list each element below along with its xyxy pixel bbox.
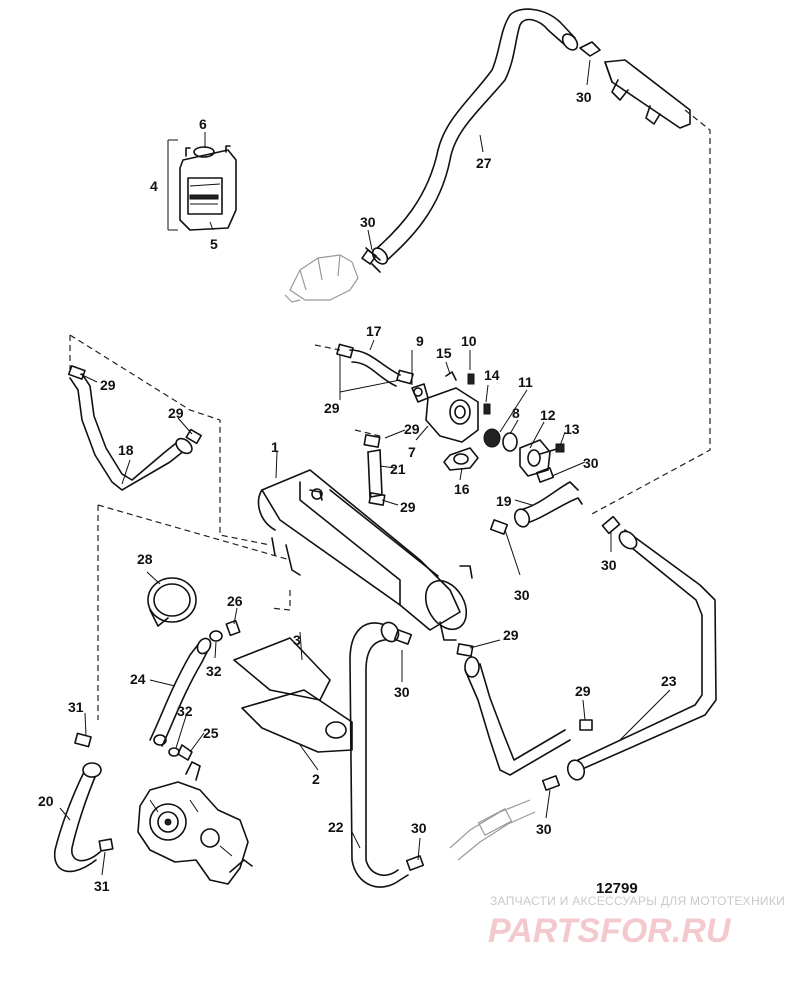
callout-1: 1 <box>271 439 279 455</box>
callout-29: 29 <box>503 627 519 643</box>
callout-30: 30 <box>601 557 617 573</box>
callout-4: 4 <box>150 178 158 194</box>
coolant-reservoir <box>167 139 237 231</box>
callout-19: 19 <box>496 493 512 509</box>
callout-15: 15 <box>436 345 452 361</box>
hose-19 <box>513 467 583 528</box>
thermostat-parts <box>483 428 565 477</box>
callout-7: 7 <box>408 444 416 460</box>
watermark: ЗАПЧАСТИ И АКСЕССУАРЫ ДЛЯ МОТОТЕХНИКИ PA… <box>488 894 785 950</box>
callout-14: 14 <box>484 367 500 383</box>
hose-21 <box>363 434 386 506</box>
hose-17 <box>336 343 414 387</box>
hose-20 <box>53 732 114 873</box>
callout-27: 27 <box>476 155 492 171</box>
callout-30: 30 <box>360 214 376 230</box>
callout-22: 22 <box>328 819 344 835</box>
callout-31: 31 <box>94 878 110 894</box>
callout-30: 30 <box>411 820 427 836</box>
callout-16: 16 <box>454 481 470 497</box>
callout-29: 29 <box>168 405 184 421</box>
callout-31: 31 <box>68 699 84 715</box>
callout-18: 18 <box>118 442 134 458</box>
hose-23 <box>566 515 717 781</box>
callout-13: 13 <box>564 421 580 437</box>
callout-30: 30 <box>583 455 599 471</box>
callout-20: 20 <box>38 793 54 809</box>
leader-lines <box>59 59 671 876</box>
callout-12: 12 <box>540 407 556 423</box>
watermark-tagline: ЗАПЧАСТИ И АКСЕССУАРЫ ДЛЯ МОТОТЕХНИКИ <box>490 894 785 908</box>
callout-6: 6 <box>199 116 207 132</box>
hose-lower-right <box>456 643 593 776</box>
callout-32: 32 <box>177 703 193 719</box>
callout-24: 24 <box>130 671 146 687</box>
callout-2: 2 <box>312 771 320 787</box>
callout-17: 17 <box>366 323 382 339</box>
hose-clamp <box>361 247 381 273</box>
callout-8: 8 <box>512 405 520 421</box>
small-hose-clamps <box>489 519 561 791</box>
thermostat-housing <box>411 371 491 471</box>
callout-30: 30 <box>576 89 592 105</box>
callout-30: 30 <box>394 684 410 700</box>
callout-11: 11 <box>518 374 533 390</box>
callout-23: 23 <box>661 673 677 689</box>
callout-30: 30 <box>536 821 552 837</box>
dashed-connection-lines <box>69 109 711 720</box>
seawater-pump <box>137 761 253 885</box>
callout-3: 3 <box>293 632 301 648</box>
callout-30: 30 <box>514 587 530 603</box>
hose-18 <box>67 365 202 491</box>
hose-24 <box>149 619 241 761</box>
callout-32: 32 <box>206 663 222 679</box>
callout-29: 29 <box>100 377 116 393</box>
heat-exchanger-fitting <box>579 41 691 129</box>
watermark-logo: PARTSFOR.RU <box>488 912 732 950</box>
callout-29: 29 <box>575 683 591 699</box>
hose-clamp-28 <box>147 577 197 627</box>
callout-labels: 6 4 5 30 27 30 17 9 10 15 14 11 8 12 13 … <box>38 89 677 894</box>
ghost-pump-outline <box>284 254 359 303</box>
callout-5: 5 <box>210 236 218 252</box>
fuel-cooler <box>257 469 473 641</box>
hose-22 <box>349 621 425 888</box>
callout-29: 29 <box>400 499 416 515</box>
ghost-fitting-outline <box>449 799 536 861</box>
callout-21: 21 <box>390 461 406 477</box>
callout-29: 29 <box>404 421 420 437</box>
callout-28: 28 <box>137 551 153 567</box>
callout-29: 29 <box>324 400 340 416</box>
callout-25: 25 <box>203 725 219 741</box>
hose-27 <box>371 8 579 265</box>
callout-26: 26 <box>227 593 243 609</box>
callout-10: 10 <box>461 333 477 349</box>
diagram-reference-number: 12799 <box>596 880 638 897</box>
brackets <box>233 637 353 753</box>
callout-9: 9 <box>416 333 424 349</box>
